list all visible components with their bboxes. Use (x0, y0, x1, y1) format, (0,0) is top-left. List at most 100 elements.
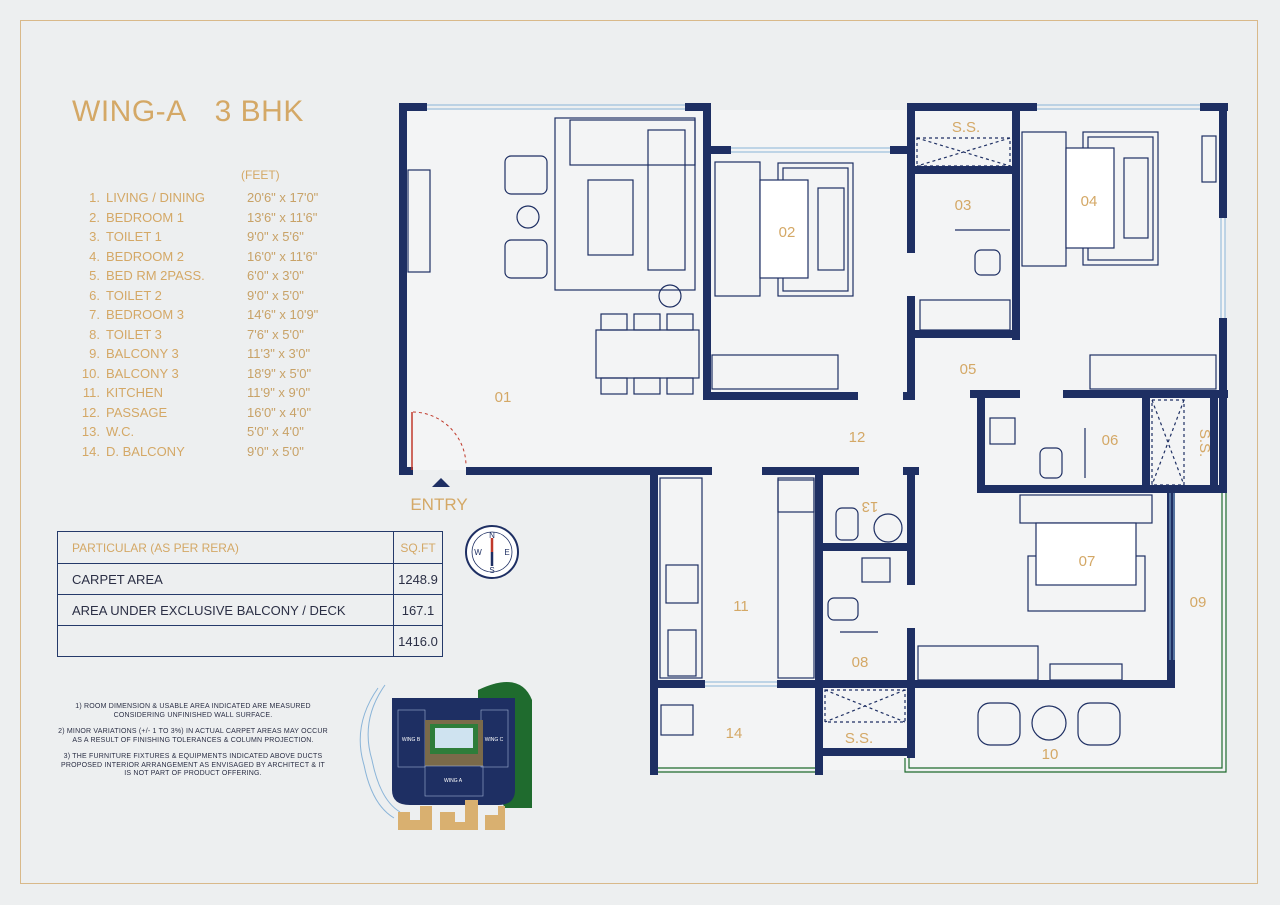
row-label (57, 625, 394, 657)
kitchen-fixtures (659, 477, 815, 736)
label-04: 04 (1081, 193, 1098, 210)
room-name: W.C. (106, 424, 135, 439)
room-row: 2. BEDROOM 1 13'6" x 11'6" (78, 210, 347, 230)
unit-type: 3 BHK (214, 95, 304, 128)
balcony-furniture (977, 702, 1121, 746)
room-row: 6. TOILET 2 9'0" x 5'0" (78, 288, 347, 308)
room-dimension: 13'6" x 11'6" (247, 209, 318, 225)
page-frame (20, 20, 1258, 884)
label-07: 07 (1079, 553, 1096, 570)
row-value: 1248.9 (393, 563, 443, 595)
label-05: 05 (960, 361, 977, 378)
label-11: 11 (733, 598, 749, 615)
room-number: 7. (89, 307, 100, 322)
room-name: BALCONY 3 (106, 365, 179, 381)
label-ss-right: S.S. (1196, 429, 1213, 457)
note-2: 2) MINOR VARIATIONS (+/- 1 TO 3%) IN ACT… (58, 728, 328, 744)
room-name: BEDROOM 3 (106, 307, 185, 322)
walls (399, 103, 1228, 775)
room-number: 4. (89, 248, 100, 264)
row-value: 1416.0 (393, 625, 443, 657)
label-01: 01 (495, 389, 512, 406)
bedroom2-furniture (1021, 131, 1217, 390)
room-dimension: 9'0" x 5'0" (247, 287, 304, 303)
room-name: BEDROOM 1 (106, 209, 185, 225)
room-dimension: 5'0" x 4'0" (247, 424, 304, 439)
label-06: 06 (1102, 432, 1119, 449)
room-name: BEDROOM 2 (106, 248, 185, 264)
room-row: 7. BEDROOM 3 14'6" x 10'9" (78, 307, 347, 327)
room-row: 5. BED RM 2PASS. 6'0" x 3'0" (78, 268, 347, 288)
area-table-header: PARTICULAR (AS PER RERA) SQ.FT (57, 531, 443, 564)
room-name: TOILET 3 (106, 326, 162, 342)
unit-label: (FEET) (241, 168, 280, 182)
toilet1-fixtures (919, 229, 1011, 331)
label-02: 02 (779, 224, 796, 241)
row-label: CARPET AREA (57, 563, 394, 595)
bedroom3-furniture (917, 494, 1153, 681)
room-name: BED RM 2PASS. (106, 268, 205, 283)
room-name: KITCHEN (106, 385, 164, 400)
room-dimension: 9'0" x 5'6" (247, 229, 304, 244)
table-row: 1416.0 (57, 625, 443, 657)
room-dimension: 16'0" x 4'0" (247, 404, 312, 420)
label-03: 03 (955, 197, 972, 214)
living-furniture (407, 117, 700, 487)
label-ss-bottom: S.S. (845, 730, 873, 747)
area-table: PARTICULAR (AS PER RERA) SQ.FT CARPET AR… (57, 531, 443, 657)
label-09: 09 (1190, 594, 1207, 611)
label-10: 10 (1042, 746, 1059, 763)
wing-title: WING-A (72, 95, 187, 128)
label-13: 13 (862, 498, 879, 515)
room-dimension: 11'3" x 3'0" (247, 346, 311, 361)
room-number: 9. (89, 346, 100, 361)
header-particular: PARTICULAR (AS PER RERA) (57, 531, 394, 564)
room-dimension: 9'0" x 5'0" (247, 443, 304, 459)
room-number: 8. (89, 326, 100, 342)
bedroom1-furniture (711, 161, 854, 390)
balcony-railings (658, 493, 1227, 773)
room-dimension: 14'6" x 10'9" (247, 307, 319, 322)
key-wing-a: WING A (444, 778, 463, 784)
room-name: PASSAGE (106, 404, 168, 420)
disclaimer-notes: 1) ROOM DIMENSION & USABLE AREA INDICATE… (58, 703, 328, 787)
room-number: 11. (82, 385, 100, 400)
room-row: 4. BEDROOM 2 16'0" x 11'6" (78, 249, 347, 269)
room-name: TOILET 1 (106, 229, 162, 244)
note-3: 3) THE FURNITURE FIXTURES & EQUIPMENTS I… (60, 753, 326, 777)
room-number: 2. (89, 209, 100, 225)
room-number: 6. (89, 287, 100, 303)
entry-label: ENTRY (410, 495, 467, 514)
room-name: LIVING / DINING (106, 190, 205, 205)
room-dimension: 6'0" x 3'0" (247, 268, 304, 283)
key-wing-c: WING C (485, 737, 504, 743)
room-row: 12. PASSAGE 16'0" x 4'0" (78, 405, 347, 425)
room-number: 3. (89, 229, 100, 244)
label-12: 12 (849, 429, 866, 446)
room-row: 3. TOILET 1 9'0" x 5'6" (78, 229, 347, 249)
room-number: 12. (81, 404, 100, 420)
room-dimension: 20'6" x 17'0" (247, 190, 319, 205)
label-08: 08 (852, 654, 869, 671)
room-number: 5. (89, 268, 100, 283)
room-name: BALCONY 3 (106, 346, 179, 361)
compass-s: S (489, 566, 494, 575)
floor-fill (405, 110, 1225, 770)
key-wing-b: WING B (402, 737, 421, 743)
room-row: 9. BALCONY 3 11'3" x 3'0" (78, 346, 347, 366)
room-number: 14. (81, 443, 100, 459)
compass-icon: N S W E (465, 525, 519, 579)
room-dimension: 7'6" x 5'0" (247, 326, 304, 342)
page-title: WING-A 3 BHK (72, 95, 304, 129)
room-dimension: 16'0" x 11'6" (247, 248, 318, 264)
room-name: TOILET 2 (106, 287, 162, 303)
room-number: 13. (81, 424, 100, 439)
room-labels: 01 02 03 04 05 06 07 08 09 10 11 12 13 1… (410, 119, 1213, 763)
compass-e: E (504, 548, 509, 557)
